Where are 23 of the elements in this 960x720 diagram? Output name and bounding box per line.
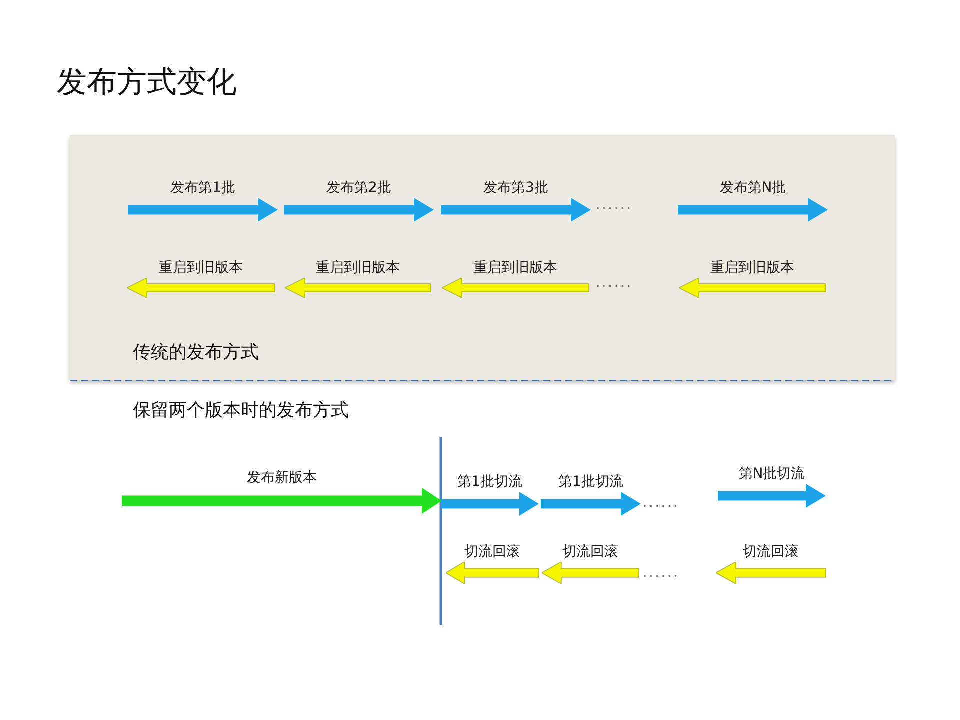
arrow-label: 切流回滚 bbox=[742, 543, 800, 562]
ellipsis-dots: ...... bbox=[596, 198, 633, 213]
arrow-label: 第1批切流 bbox=[456, 473, 524, 492]
arrow-label: 重启到旧版本 bbox=[472, 259, 558, 278]
arrow-label: 切流回滚 bbox=[464, 543, 522, 562]
ellipsis-dots: ...... bbox=[596, 276, 633, 291]
arrow-label: 发布第3批 bbox=[482, 179, 550, 198]
arrow-label: 切流回滚 bbox=[562, 543, 620, 562]
section-heading: 保留两个版本时的发布方式 bbox=[133, 399, 349, 422]
arrow-label: 第N批切流 bbox=[738, 465, 806, 484]
panel-background bbox=[70, 135, 895, 380]
ellipsis-dots: ...... bbox=[643, 566, 680, 581]
arrow-label: 第1批切流 bbox=[558, 473, 624, 492]
panel-caption: 传统的发布方式 bbox=[133, 341, 259, 364]
arrow-label: 发布第1批 bbox=[170, 179, 236, 198]
arrow-label: 发布第N批 bbox=[718, 179, 788, 198]
arrow-label: 发布新版本 bbox=[246, 469, 318, 488]
arrow-label: 重启到旧版本 bbox=[710, 259, 796, 278]
arrow-label: 重启到旧版本 bbox=[158, 259, 244, 278]
slide-title: 发布方式变化 bbox=[57, 64, 237, 102]
ellipsis-dots: ...... bbox=[643, 496, 680, 511]
arrow-label: 重启到旧版本 bbox=[315, 259, 401, 278]
arrow-label: 发布第2批 bbox=[326, 179, 392, 198]
